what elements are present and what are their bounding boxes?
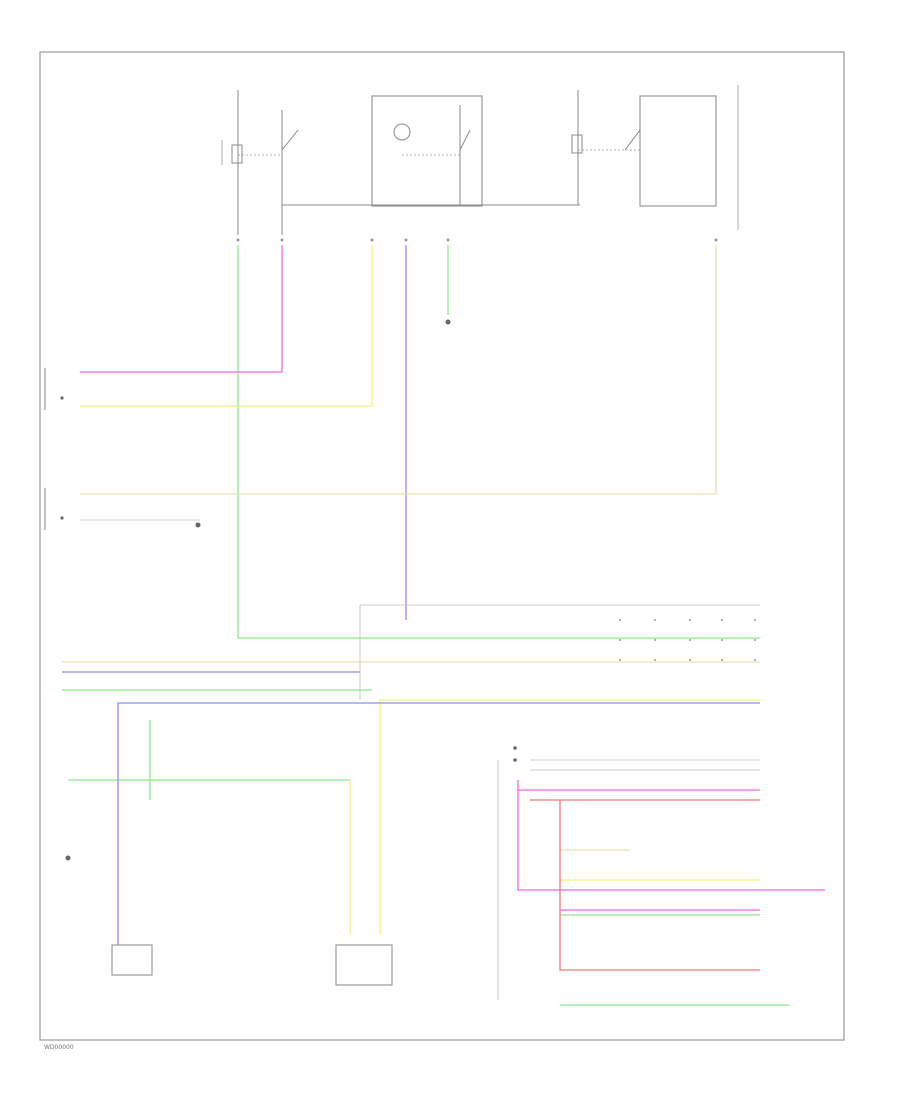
diagram-frame bbox=[39, 51, 845, 1041]
ground-symbol-top bbox=[445, 319, 451, 325]
left-connector-lower bbox=[44, 488, 201, 530]
top-connectors bbox=[236, 238, 718, 242]
wire-gray bbox=[80, 519, 760, 1000]
wire-blue bbox=[62, 245, 760, 945]
footer-code: WD00000 bbox=[44, 1044, 74, 1051]
left-connector-upper bbox=[44, 368, 64, 410]
module-bottom-center bbox=[335, 944, 393, 986]
wire-yellow bbox=[80, 245, 760, 935]
wire-red bbox=[530, 799, 760, 971]
wire-green-main bbox=[62, 245, 790, 1006]
fuse-block-right bbox=[571, 85, 739, 230]
connector-table-upper bbox=[619, 619, 756, 661]
wire-tan bbox=[62, 245, 760, 851]
connector-right-bottom bbox=[513, 746, 517, 762]
sensor-left bbox=[65, 855, 153, 976]
wire-pink bbox=[80, 245, 825, 911]
fuse-block-left bbox=[221, 90, 299, 235]
relay-box-center bbox=[371, 95, 483, 207]
